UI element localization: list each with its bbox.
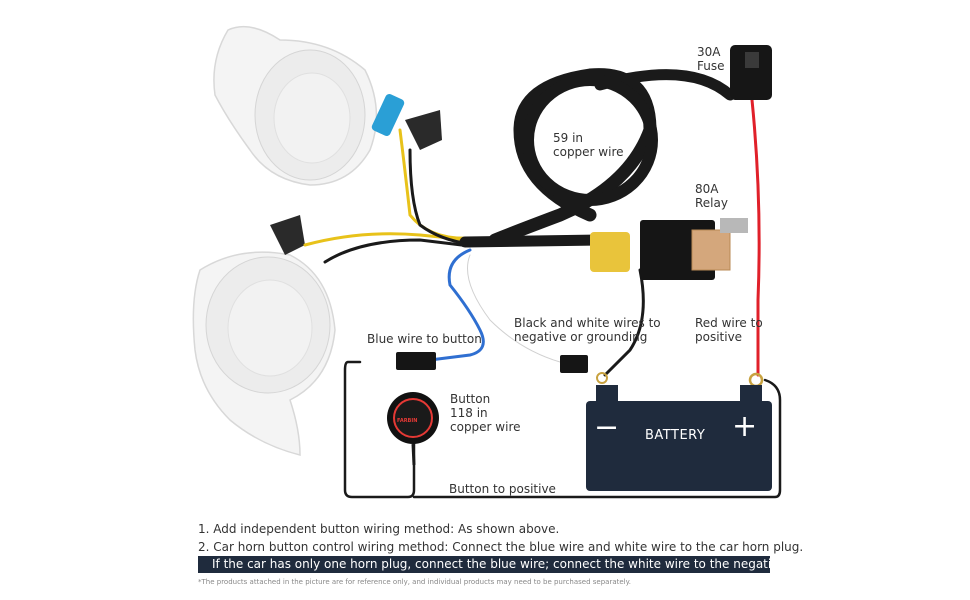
- battery-minus-sign: −: [594, 410, 620, 445]
- harness-label: copper wire: [553, 145, 624, 159]
- push-button: [387, 392, 439, 466]
- battery-label: BATTERY: [645, 428, 706, 443]
- battery: [586, 385, 772, 491]
- button-wire-label: copper wire: [450, 420, 521, 434]
- footnote: *The products attached in the picture ar…: [198, 578, 631, 586]
- upper-horn: [213, 25, 442, 186]
- harness-coil: [488, 68, 736, 247]
- wires: [303, 98, 782, 499]
- button-wire-length: 118 in: [450, 406, 488, 420]
- battery-plus-sign: +: [732, 409, 758, 444]
- blue-wire-label: Blue wire to button: [367, 332, 482, 346]
- note-line-3: If the car has only one horn plug, conne…: [212, 557, 852, 571]
- relay: [590, 218, 748, 280]
- button-label: Button: [450, 392, 491, 406]
- relay-rating: 80A: [695, 182, 719, 196]
- black-white-line1: Black and white wires to: [514, 316, 661, 330]
- black-white-line2: negative or grounding: [514, 330, 648, 344]
- button-logo: FARBIN: [397, 418, 418, 424]
- note-line-2: 2. Car horn button control wiring method…: [198, 540, 804, 554]
- red-wire-line1: Red wire to: [695, 316, 763, 330]
- fuse: [730, 45, 772, 100]
- lower-horn: [192, 215, 336, 456]
- red-wire-line2: positive: [695, 330, 743, 344]
- button-to-positive-label: Button to positive: [449, 482, 556, 496]
- white-wire-connector: [560, 355, 588, 373]
- harness-length: 59 in: [553, 131, 584, 145]
- note-line-1: 1. Add independent button wiring method:…: [198, 522, 560, 536]
- note-highlight-bar: If the car has only one horn plug, conne…: [198, 556, 852, 573]
- fuse-label: Fuse: [697, 59, 725, 73]
- fuse-rating: 30A: [697, 45, 721, 59]
- relay-label: Relay: [695, 196, 728, 210]
- blue-wire-connector: [396, 352, 436, 370]
